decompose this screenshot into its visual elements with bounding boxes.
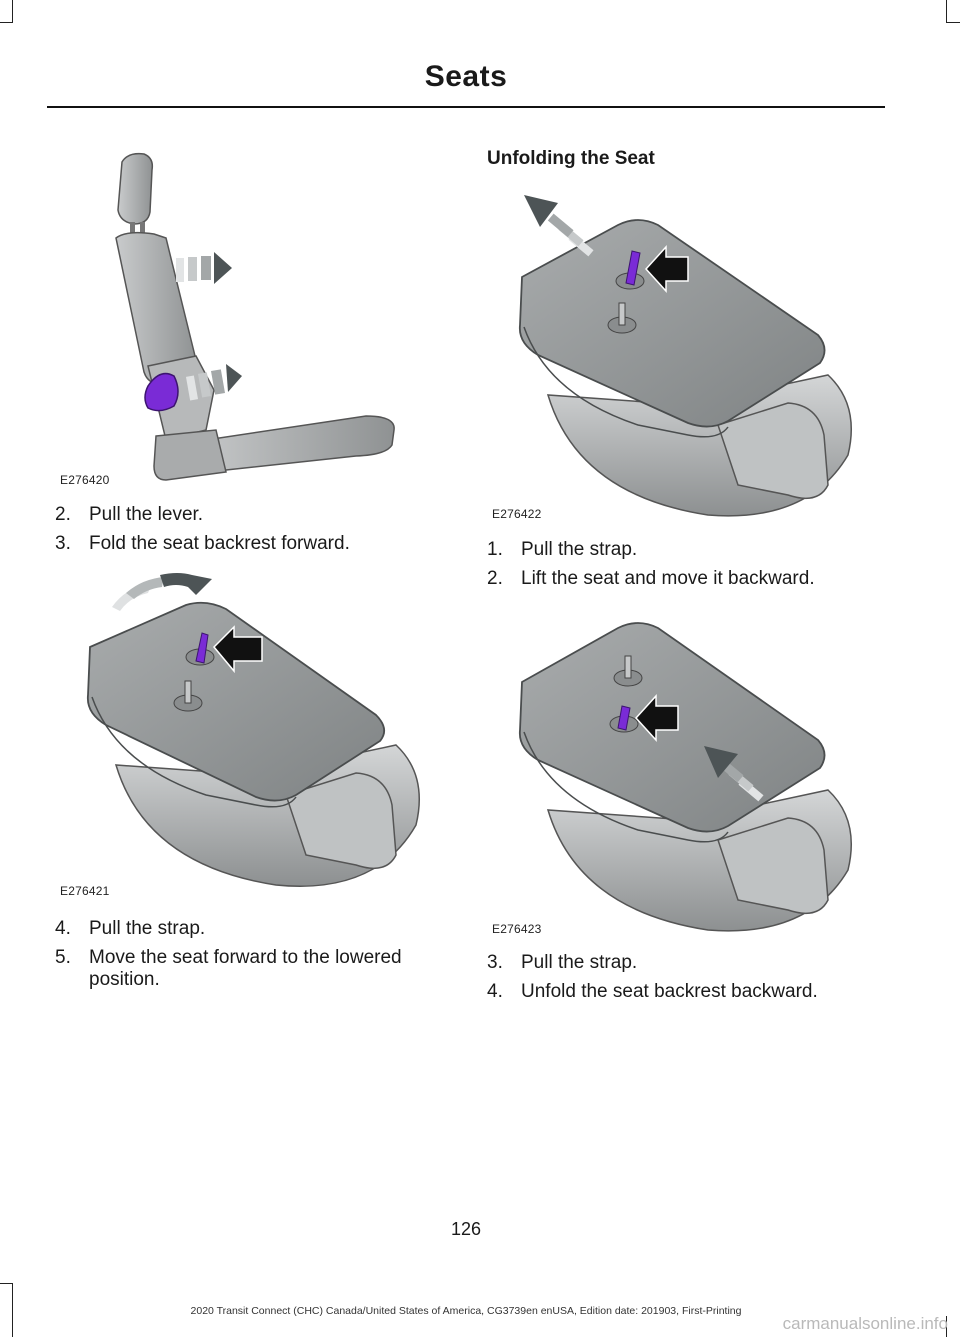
crop-mark-top-left-h — [0, 22, 13, 23]
figure-seat-unfold-backrest: E276423 — [488, 600, 858, 940]
unfold-backrest-arrow — [704, 746, 764, 802]
steps-list-fold-a: 2.Pull the lever. 3.Fold the seat backre… — [55, 504, 445, 562]
header-divider — [47, 106, 885, 108]
figure-code-4: E276423 — [492, 922, 542, 936]
section-heading-unfolding: Unfolding the Seat — [487, 148, 655, 169]
edition-footer: 2020 Transit Connect (CHC) Canada/United… — [190, 1305, 742, 1317]
crop-mark-top-right-h — [946, 22, 960, 23]
figure-code-2: E276421 — [60, 884, 110, 898]
step-item: 2.Lift the seat and move it backward. — [487, 568, 815, 589]
figure-seat-side-view: E276420 — [56, 140, 396, 490]
page-title: Seats — [424, 60, 508, 93]
seat-unfold-lift-illustration — [518, 195, 852, 517]
figure-seat-fold-forward: E276421 — [56, 565, 426, 905]
step-item: 5.Move the seat forward to the lowered p… — [55, 947, 402, 990]
fold-forward-arrow-lower — [185, 364, 242, 401]
steps-list-unfold-b: 3.Pull the strap. 4.Unfold the seat back… — [487, 952, 907, 1010]
step-item: 3.Fold the seat backrest forward. — [55, 533, 350, 554]
watermark: carmanualsonline.info — [782, 1314, 948, 1333]
step-item: 4.Unfold the seat backrest backward. — [487, 981, 818, 1002]
steps-list-fold-b: 4.Pull the strap. 5.Move the seat forwar… — [55, 918, 450, 998]
lift-backward-arrow — [524, 195, 594, 257]
seat-fold-forward-illustration — [86, 573, 420, 887]
step-item: 2.Pull the lever. — [55, 504, 204, 525]
crop-mark-bottom-left-v — [12, 1283, 13, 1337]
figure-code-3: E276422 — [492, 507, 542, 521]
page-number: 126 — [450, 1219, 482, 1239]
crop-mark-top-right-v — [946, 0, 947, 22]
seat-unfold-backrest-illustration — [518, 622, 852, 932]
step-item: 4.Pull the strap. — [55, 918, 206, 939]
figure-seat-unfold-lift: E276422 — [488, 185, 858, 525]
crop-mark-top-left-v — [12, 0, 13, 22]
crop-mark-bottom-right-v — [946, 1316, 947, 1337]
figure-code-1: E276420 — [60, 473, 110, 487]
steps-list-unfold-a: 1.Pull the strap. 2.Lift the seat and mo… — [487, 539, 907, 597]
crop-mark-bottom-left-h — [0, 1283, 13, 1284]
fold-forward-arrow-upper — [176, 252, 232, 284]
step-item: 1.Pull the strap. — [487, 539, 638, 560]
seat-side-view-illustration — [115, 152, 395, 481]
fold-curved-arrow — [112, 573, 212, 611]
step-item: 3.Pull the strap. — [487, 952, 638, 973]
